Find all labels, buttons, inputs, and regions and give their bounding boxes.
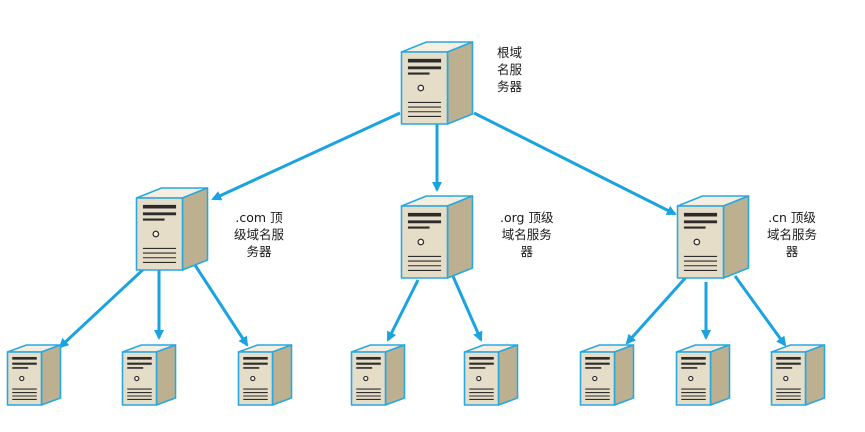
- server-front-face: [463, 351, 500, 406]
- server-front-face: [400, 51, 449, 125]
- server-side-face: [155, 344, 177, 406]
- power-button-icon: [592, 375, 598, 382]
- server-front-face: [579, 351, 616, 406]
- server-side-face: [446, 195, 474, 279]
- server-side-face: [497, 344, 519, 406]
- server-tower-icon: [579, 344, 635, 406]
- server-tower-icon: [400, 195, 474, 279]
- com-server-label: .com 顶 级域名服 务器: [234, 210, 285, 259]
- power-button-icon: [693, 238, 701, 246]
- power-button-icon: [783, 375, 789, 382]
- server-side-face: [181, 187, 209, 271]
- server-front-face: [770, 351, 807, 406]
- server-tower-icon: [400, 41, 474, 125]
- power-button-icon: [688, 375, 694, 382]
- server-tower-icon: [463, 344, 519, 406]
- server-front-face: [237, 351, 274, 406]
- server-side-face: [446, 41, 474, 125]
- power-button-icon: [417, 238, 425, 246]
- arrow-org-to-org-1: [386, 279, 420, 342]
- server-front-face: [675, 351, 712, 406]
- arrow-cn-to-cn-1: [625, 273, 690, 345]
- server-side-face: [613, 344, 635, 406]
- server-tower-icon: [350, 344, 406, 406]
- power-button-icon: [363, 375, 369, 382]
- server-front-face: [676, 205, 725, 279]
- server-side-face: [40, 344, 62, 406]
- server-tower-icon: [770, 344, 826, 406]
- power-button-icon: [152, 230, 160, 238]
- arrow-root-to-cn: [473, 111, 677, 216]
- arrow-org-to-org-2: [450, 273, 483, 342]
- org-server-label: .org 顶级 域名服务 器: [500, 210, 554, 259]
- server-tower-icon: [135, 187, 209, 271]
- server-front-face: [6, 351, 43, 406]
- power-button-icon: [19, 375, 25, 382]
- arrow-com-to-com-1: [58, 263, 150, 349]
- server-front-face: [400, 205, 449, 279]
- arrow-root-to-com: [211, 111, 401, 201]
- edges-layer: [58, 111, 787, 349]
- power-button-icon: [417, 84, 425, 92]
- root-server-label: 根域 名服 务器: [497, 45, 523, 94]
- arrow-cn-to-cn-3: [733, 275, 787, 347]
- server-side-face: [271, 344, 293, 406]
- server-tower-icon: [676, 195, 750, 279]
- power-button-icon: [476, 375, 482, 382]
- server-side-face: [709, 344, 731, 406]
- server-side-face: [804, 344, 826, 406]
- server-front-face: [121, 351, 158, 406]
- server-tower-icon: [237, 344, 293, 406]
- server-side-face: [384, 344, 406, 406]
- arrow-com-to-com-3: [191, 261, 249, 347]
- server-front-face: [350, 351, 387, 406]
- server-side-face: [722, 195, 750, 279]
- cn-server-label: .cn 顶级 域名服务 器: [767, 210, 818, 259]
- server-tower-icon: [6, 344, 62, 406]
- server-tower-icon: [121, 344, 177, 406]
- power-button-icon: [250, 375, 256, 382]
- power-button-icon: [134, 375, 140, 382]
- nodes-layer: [6, 41, 826, 406]
- server-front-face: [135, 197, 184, 271]
- server-tower-icon: [675, 344, 731, 406]
